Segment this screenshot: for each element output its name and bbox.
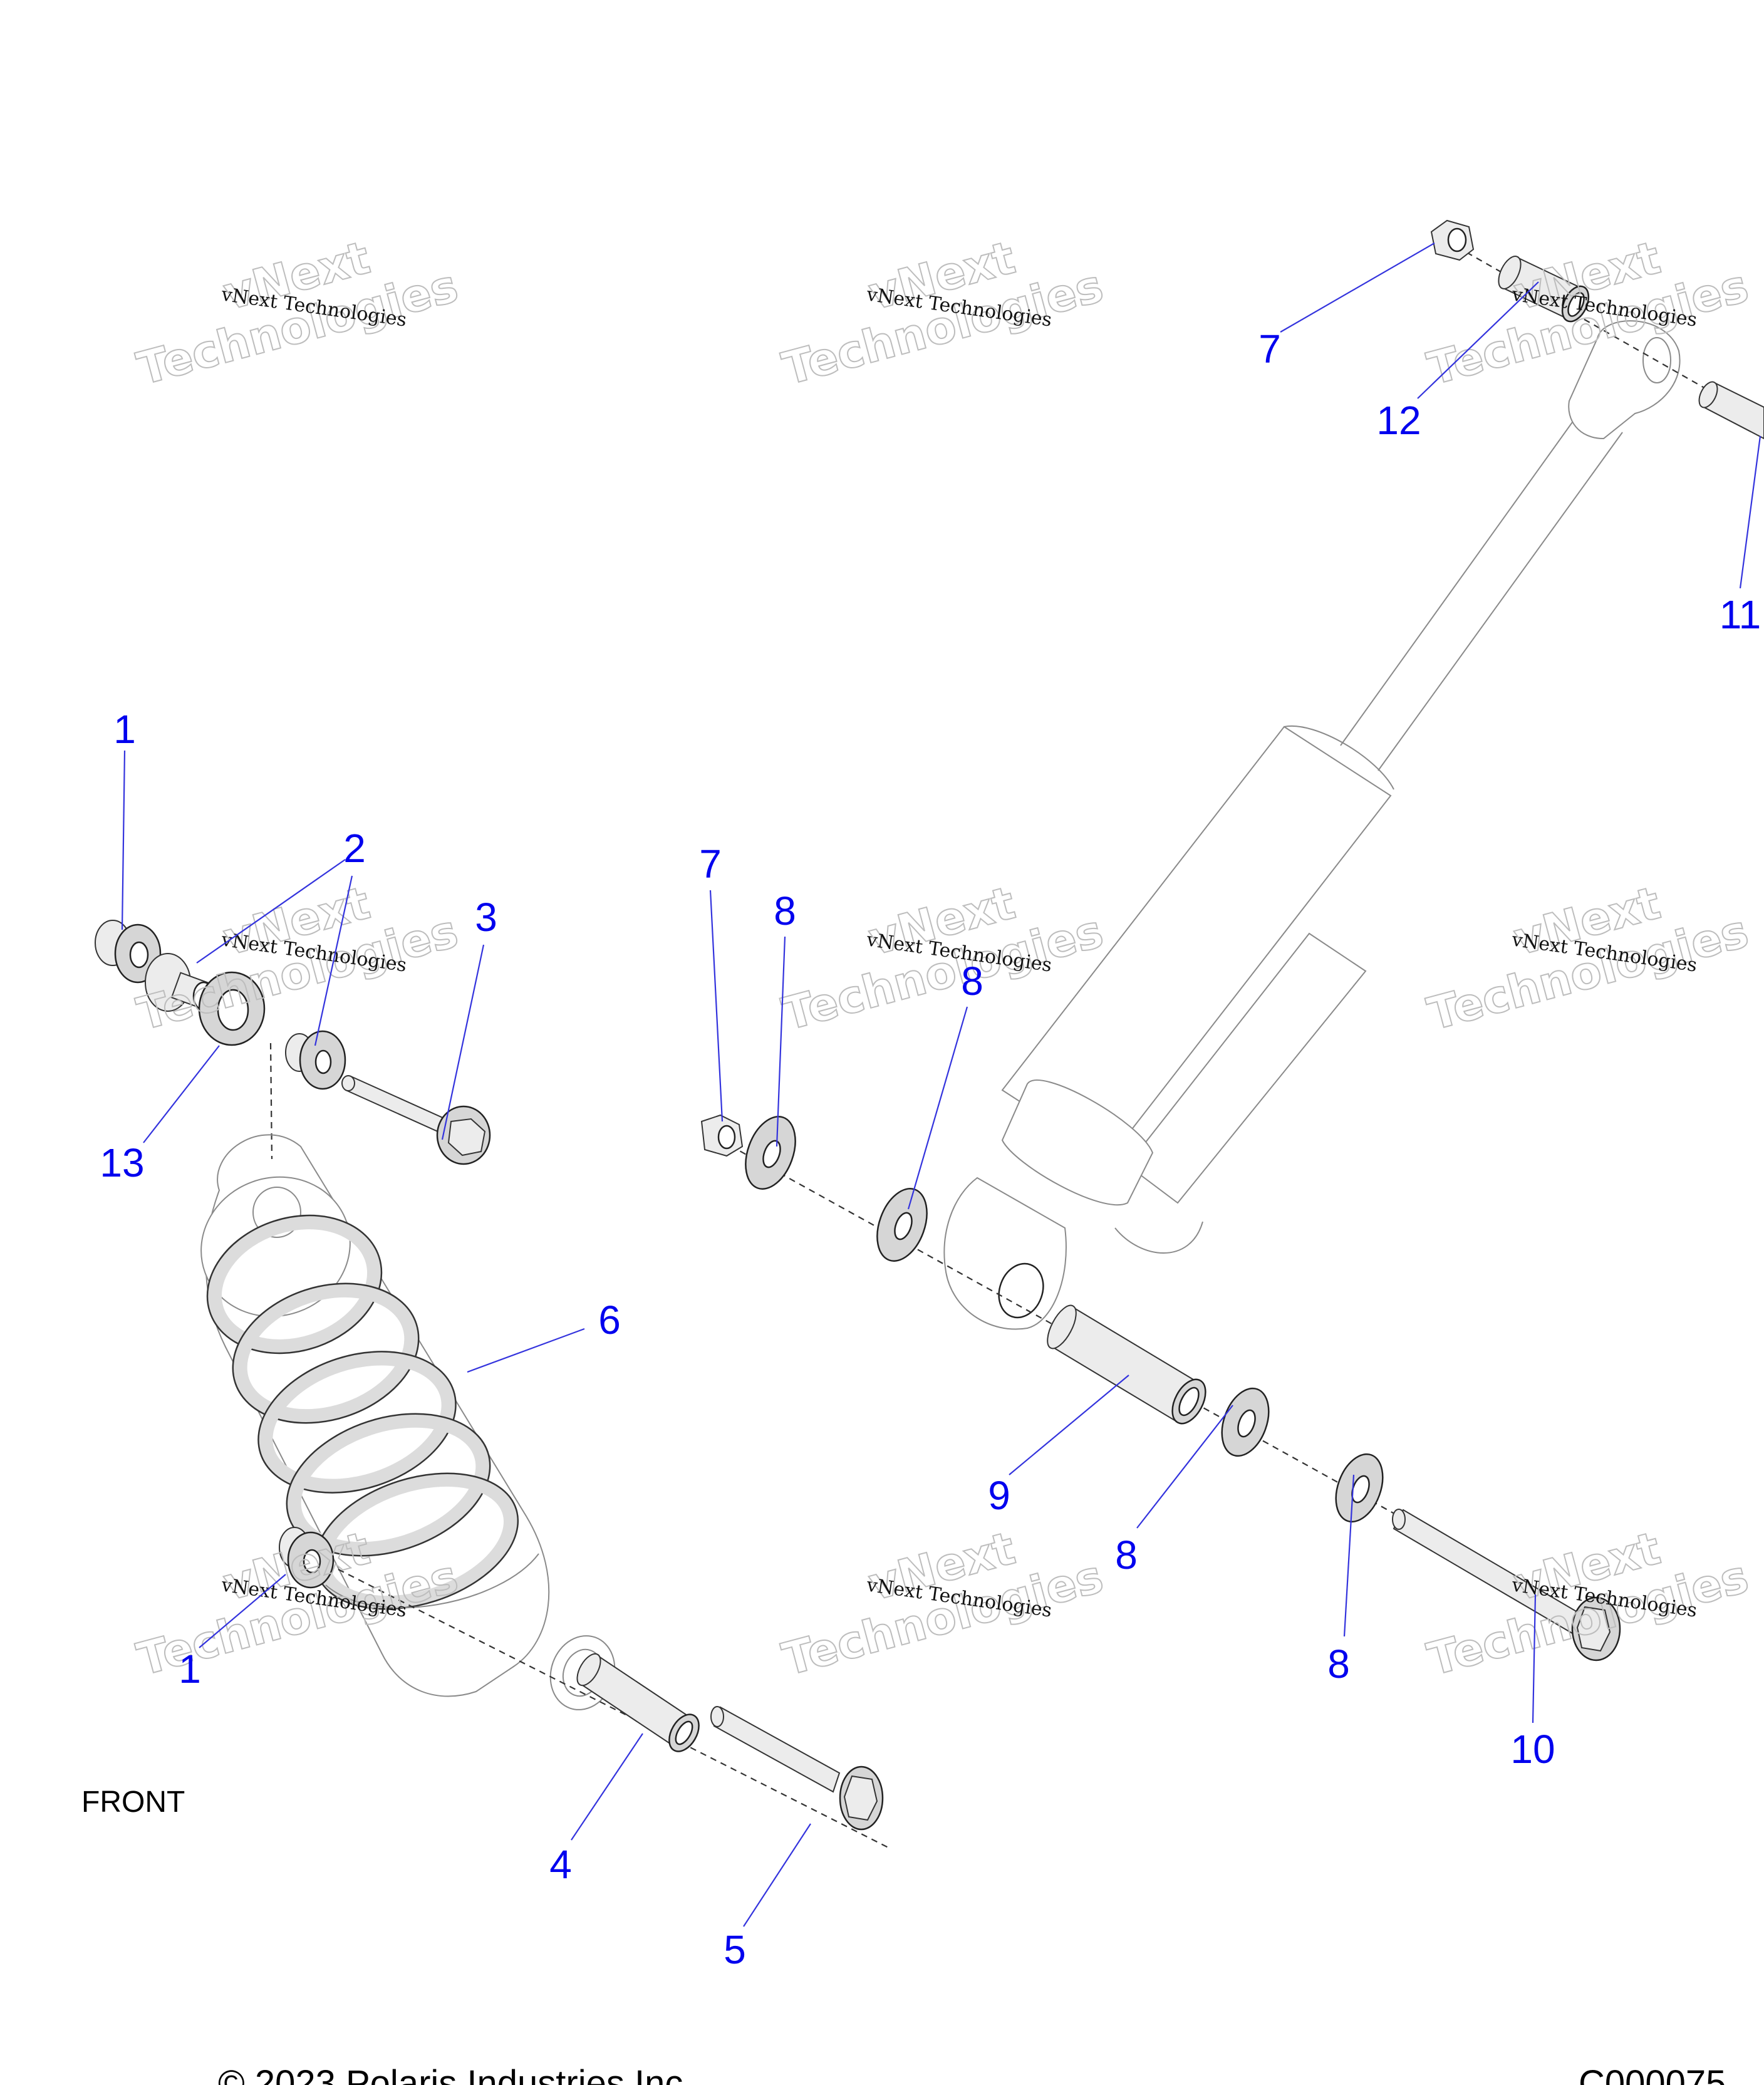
right-upper-hardware — [1430, 219, 1764, 440]
callout-7-lower: 7 — [699, 841, 722, 887]
leader-c8b — [907, 1006, 968, 1210]
callout-5: 5 — [724, 1927, 746, 1972]
right-lower-hardware — [700, 1114, 1621, 1661]
callout-10: 10 — [1510, 1727, 1555, 1772]
left-hardware — [95, 920, 890, 1849]
bolt-part-10 — [1392, 1509, 1621, 1661]
shock-lower-cap — [1001, 1079, 1154, 1206]
callout-numbers: 1 2 3 13 6 1 4 5 7 8 8 9 8 8 10 7 12 11 — [100, 326, 1761, 1972]
callout-8d: 8 — [1327, 1641, 1350, 1687]
shock-upper-eye — [1568, 320, 1681, 440]
callout-12: 12 — [1376, 398, 1421, 443]
shock-reservoir — [1126, 932, 1367, 1204]
callout-9: 9 — [988, 1473, 1010, 1518]
leader-c8d — [1343, 1474, 1355, 1637]
shock-elbow — [1114, 1221, 1203, 1254]
assembly-axis-line — [269, 1042, 273, 1160]
leader-c9 — [1009, 1375, 1129, 1475]
left-shock-assembly — [200, 1042, 616, 1710]
washer-part-13 — [198, 971, 266, 1046]
callout-7-upper: 7 — [1258, 326, 1281, 372]
copyright-text: © 2023 Polaris Industries Inc. — [218, 2063, 693, 2085]
callout-11: 11 — [1720, 592, 1761, 637]
leader-c2-a — [196, 859, 346, 964]
leader-c1b — [199, 1574, 286, 1648]
sleeve-part-9 — [1047, 1304, 1206, 1425]
leader-c6 — [467, 1328, 585, 1373]
callout-3: 3 — [475, 895, 497, 940]
spring-top-bushing — [252, 1187, 301, 1238]
drawing-code: C000075 — [1579, 2063, 1726, 2085]
washer-part-8a — [745, 1116, 796, 1190]
nut-part-7-upper — [1430, 219, 1475, 261]
watermark: vNext Technologies vNext Technologies — [1421, 1521, 1754, 1687]
callout-2: 2 — [343, 826, 366, 871]
front-label: FRONT — [81, 1786, 185, 1819]
sleeve-part-4 — [576, 1653, 700, 1752]
shock-shaft — [1340, 413, 1623, 771]
washer-part-8c — [1221, 1387, 1270, 1457]
callout-8a: 8 — [774, 888, 796, 933]
nut-part-7-lower — [700, 1114, 744, 1157]
sleeve-part-12 — [1498, 256, 1590, 323]
watermark: vNext Technologies vNext Technologies — [1421, 876, 1754, 1041]
leader-lines — [121, 242, 1761, 1927]
spring-coils — [206, 1214, 519, 1610]
leader-c1a — [121, 750, 126, 930]
watermark: vNext Technologies vNext Technologies — [776, 231, 1109, 396]
shock-lower-mount-hole — [998, 1262, 1044, 1319]
leader-c11 — [1739, 435, 1761, 589]
leader-c13 — [143, 1045, 220, 1143]
callout-4: 4 — [549, 1842, 572, 1887]
washer-part-8d — [1335, 1453, 1384, 1523]
callout-1-top: 1 — [113, 707, 136, 752]
leader-c8a — [776, 936, 786, 1147]
callout-8b: 8 — [961, 959, 983, 1004]
shock-upper-eye-inner — [1642, 337, 1671, 383]
watermark: vNext Technologies vNext Technologies — [776, 876, 1109, 1041]
bolt-part-3 — [341, 1075, 491, 1165]
bushing-part-2-right — [285, 1030, 346, 1090]
leader-c10 — [1532, 1594, 1537, 1724]
leader-c2-b — [314, 875, 353, 1046]
watermark: vNext Technologies vNext Technologies — [131, 231, 464, 396]
callout-1-bottom: 1 — [179, 1646, 201, 1692]
leader-c3 — [441, 944, 485, 1140]
shock-body-band — [1284, 725, 1394, 790]
spring-top-cap — [200, 1176, 351, 1318]
leader-c5 — [743, 1823, 811, 1927]
watermarks: vNext Technologies vNext Technologies vN… — [131, 231, 1754, 1687]
watermark: vNext Technologies vNext Technologies — [776, 1521, 1109, 1687]
callout-6: 6 — [598, 1297, 621, 1343]
lower-axis-line — [338, 1569, 890, 1849]
leader-c8c — [1136, 1405, 1233, 1529]
leader-c12 — [1417, 281, 1539, 399]
leader-c4 — [571, 1733, 643, 1841]
shock-lower-collar — [325, 1553, 539, 1608]
callout-8c: 8 — [1115, 1532, 1138, 1578]
bushing-part-1-bottom — [279, 1527, 335, 1589]
washer-part-8b — [876, 1188, 928, 1262]
watermark: vNext Technologies vNext Technologies — [131, 876, 464, 1041]
bolt-part-11 — [1698, 381, 1764, 440]
callout-13: 13 — [100, 1140, 144, 1185]
leader-c7a — [709, 890, 724, 1122]
bolt-part-5 — [710, 1706, 884, 1831]
leader-c7b — [1280, 242, 1435, 333]
right-shock-assembly — [943, 320, 1681, 1330]
